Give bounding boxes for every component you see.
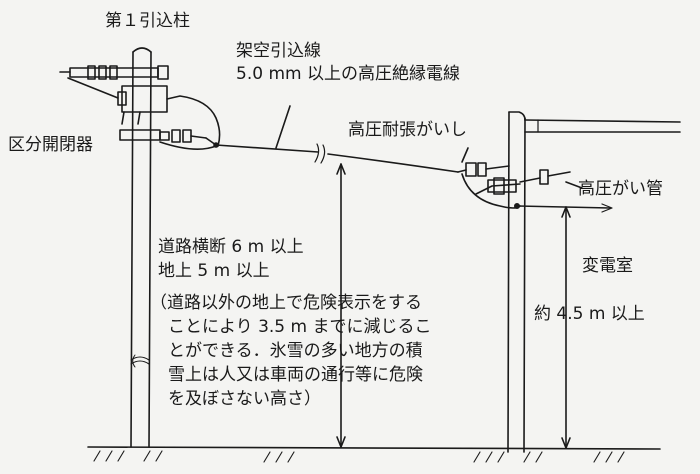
- label-overhead-title: 架空引込線: [236, 41, 321, 61]
- partition-switch-box: [67, 77, 221, 147]
- pole1-upper-crossarm: [59, 65, 169, 80]
- overhead-service-cable: [205, 105, 459, 173]
- note-line-1: （道路以外の地上で危険表示をする: [150, 293, 422, 313]
- ground-line: [87, 446, 661, 450]
- height-dimension-road: [336, 163, 346, 448]
- bushing-assembly: [461, 169, 613, 213]
- label-road-crossing: 道路横断 6 m 以上: [158, 237, 304, 257]
- label-overhead-spec: 5.0 mm 以上の高圧絶縁電線: [236, 64, 460, 84]
- note-line-2: ことにより 3.5 m までに減じるこ: [168, 317, 432, 337]
- note-line-4: 雪上は人又は車両の通行等に危険: [168, 365, 423, 385]
- pole1-lower-crossarm: [119, 129, 217, 150]
- note-line-3: とができる．氷雪の多い地方の積: [168, 341, 423, 361]
- label-first-pole: 第１引込柱: [105, 11, 190, 31]
- label-bushing: 高圧がい管: [578, 179, 663, 199]
- ground-hatch: [93, 450, 625, 463]
- label-substation: 変電室: [582, 256, 633, 276]
- tension-insulator: [457, 147, 510, 177]
- label-partition-switch: 区分開閉器: [8, 135, 93, 155]
- height-dimension-substation: [561, 206, 571, 449]
- label-ground-5m: 地上 5 m 以上: [158, 261, 270, 281]
- first-service-pole: [130, 47, 152, 448]
- label-height-4-5m: 約 4.5 m 以上: [534, 304, 645, 324]
- label-tension-insulator: 高圧耐張がいし: [348, 120, 467, 140]
- note-line-5: を及ぼさない高さ）: [168, 389, 321, 409]
- substation-pole: [507, 111, 681, 453]
